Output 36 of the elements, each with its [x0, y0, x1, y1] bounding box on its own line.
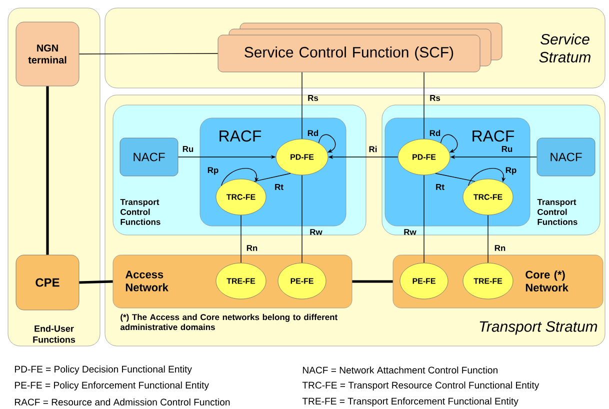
connector-line [435, 173, 476, 182]
edge-label: Rd [308, 130, 318, 136]
connector-line [79, 280, 113, 284]
edge-label: Rp [506, 167, 516, 175]
connector-line [78, 53, 218, 54]
connector-line [240, 214, 242, 264]
edge-label: Rn [494, 245, 506, 251]
edge-label: Rw [310, 229, 322, 235]
edge-label: Rp [208, 167, 218, 175]
note-text: (*) The Access and Core networks belong to different administrative domains [120, 314, 338, 330]
edge-label: Ru [182, 146, 194, 152]
edge-label: Rd [430, 130, 440, 136]
function-box: Service Control Function (SCF) [218, 22, 502, 72]
connector-line [352, 280, 393, 283]
edge-label: Rw [404, 229, 416, 235]
legend-text: RACF = Resource and Admission Control Function [14, 398, 230, 406]
edge-label: Ri [369, 146, 377, 152]
connector-line [46, 86, 49, 255]
edge-label: Rs [430, 95, 440, 101]
cpe-box: CPE [16, 254, 80, 310]
legend-text: PE-FE = Policy Enforcement Functional Entity [14, 382, 209, 390]
legend-text: TRC-FE = Transport Resource Control Functional Entity [302, 382, 540, 390]
edge-label: Ru [502, 146, 512, 152]
nacf-box: NACF [536, 138, 596, 176]
legend-text: TRE-FE = Transport Enforcement Functional Entity [302, 398, 518, 406]
edge-label: Rs [308, 95, 318, 101]
edge-label: Rn [246, 245, 258, 251]
terminal-box: NGN terminal [16, 22, 80, 86]
legend-text: PD-FE = Policy Decision Functional Entity [14, 366, 192, 374]
edge-label: Rt [436, 184, 444, 190]
arrow [220, 168, 259, 186]
nacf-box: NACF [120, 138, 178, 176]
legend-text: NACF = Network Attachment Control Function [302, 366, 498, 374]
arrow [468, 168, 506, 186]
connector-line [254, 173, 291, 182]
edge-label: Rt [275, 184, 284, 190]
